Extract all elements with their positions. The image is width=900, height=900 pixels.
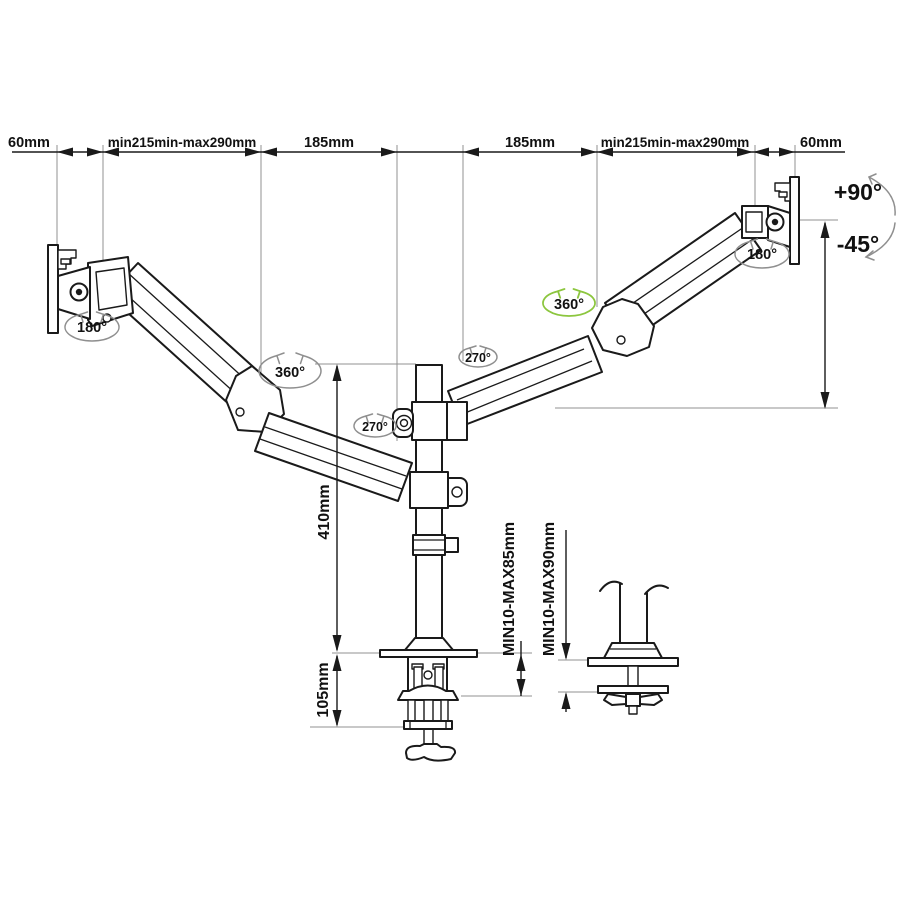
pole-base-flare xyxy=(404,637,454,651)
clamp-height-label: 105mm xyxy=(315,662,332,717)
desk-thickness-dimension: MIN10-MAX85mm xyxy=(501,522,526,696)
dim-label-left-arm-range: min215min-max290mm xyxy=(108,135,257,150)
grommet-thickness-label: MIN10-MAX90mm xyxy=(541,522,558,656)
clamp-jaw xyxy=(397,684,459,701)
grommet-top-plate xyxy=(587,657,679,667)
extension-lines xyxy=(56,145,838,728)
tilt-up-label: +90° xyxy=(834,179,882,205)
dim-label-right-offset: 60mm xyxy=(800,135,842,151)
left-vesa-plate xyxy=(47,244,59,334)
rotation-left-monitor-label: 180° xyxy=(77,320,107,336)
rotation-left-pole: 270° xyxy=(353,413,397,438)
rotation-right-arm: 360° xyxy=(542,288,596,317)
clamp-height-dimension: 105mm xyxy=(315,654,342,727)
clamp-bracket-hole xyxy=(423,670,433,680)
pole-upper-clamp xyxy=(392,401,468,441)
top-dimension-chain: 60mm min215min-max290mm 185mm 185mm min2… xyxy=(8,135,845,157)
lift-range-dimension xyxy=(820,221,830,409)
clamp-knob xyxy=(405,743,457,762)
center-pole xyxy=(379,364,478,658)
rotation-right-monitor: 180° xyxy=(734,238,790,269)
rotation-left-arm: 360° xyxy=(258,352,322,389)
pole-height-label: 410mm xyxy=(316,484,333,539)
tilt-down-label: -45° xyxy=(837,231,879,257)
dim-label-right-arm-range: min215min-max290mm xyxy=(601,135,750,150)
rotation-left-pole-label: 270° xyxy=(362,420,388,434)
rotation-right-monitor-label: 180° xyxy=(747,247,777,263)
grommet-mount xyxy=(587,580,679,715)
rotation-right-pole-label: 270° xyxy=(465,351,491,365)
pole-height-dimension: 410mm xyxy=(316,364,342,652)
right-elbow-screw xyxy=(616,335,626,345)
tilt-annotation: +90° -45° xyxy=(834,173,896,261)
left-monitor-mount xyxy=(47,244,134,334)
pole-collar xyxy=(412,534,459,556)
rotation-left-arm-label: 360° xyxy=(275,365,305,381)
dim-label-left-forearm: 185mm xyxy=(304,135,354,151)
pole-lower-clamp xyxy=(409,471,468,509)
rotation-right-pole: 270° xyxy=(458,345,498,368)
left-forearm xyxy=(254,412,413,502)
dim-label-left-offset: 60mm xyxy=(8,135,50,151)
dim-label-right-forearm: 185mm xyxy=(505,135,555,151)
right-vesa-plate xyxy=(789,176,800,265)
rotation-right-arm-label: 360° xyxy=(554,297,584,313)
desk-plate xyxy=(379,649,478,658)
desk-clamp xyxy=(397,656,459,762)
right-elbow-joint xyxy=(591,298,655,357)
desk-thickness-label: MIN10-MAX85mm xyxy=(501,522,518,656)
grommet-thickness-dimension: MIN10-MAX90mm xyxy=(541,522,571,712)
tilt-arc-lower xyxy=(865,222,896,258)
grommet-bottom-plate xyxy=(597,685,669,694)
rotation-left-monitor: 180° xyxy=(64,311,120,342)
pole-break-line xyxy=(599,580,623,592)
tilt-arc-upper xyxy=(868,176,896,216)
grommet-boss xyxy=(603,642,663,659)
left-elbow-screw xyxy=(235,407,245,417)
right-monitor-mount xyxy=(741,176,800,265)
clamp-foot xyxy=(403,720,453,730)
grommet-wing-nut xyxy=(603,693,663,715)
